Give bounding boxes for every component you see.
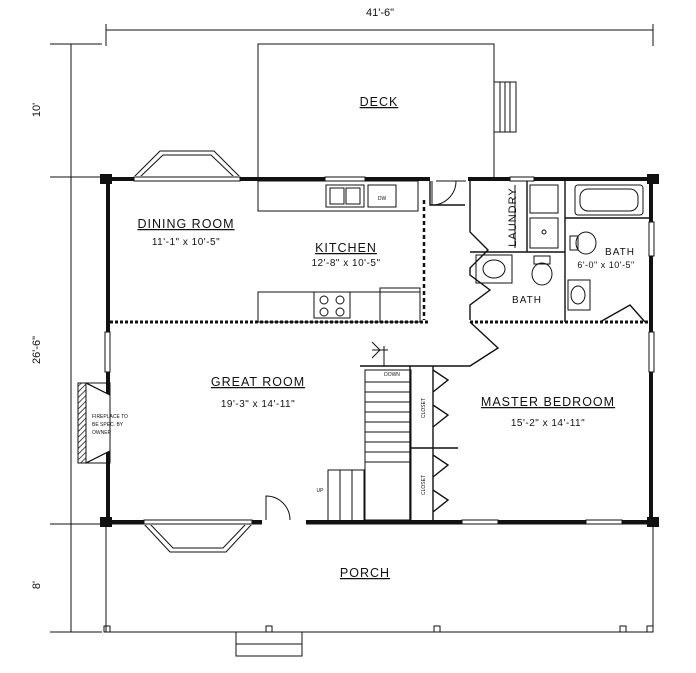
dishwasher-label: DW (378, 196, 387, 202)
fireplace (77, 382, 111, 464)
door-swings (265, 180, 466, 521)
overall-width-label: 41'-6" (366, 7, 394, 19)
depth-middle-label: 26'-6" (31, 336, 43, 364)
kitchen-label: KITCHEN (315, 241, 377, 255)
stairs (327, 341, 412, 521)
depth-top-label: 10' (31, 103, 43, 117)
dining-room-dimensions: 11'-1" x 10'-5" (152, 237, 220, 248)
great-room-dimensions: 19'-3" x 14'-11" (221, 399, 295, 410)
great-room-label: GREAT ROOM (211, 375, 305, 389)
bath-lower-label: BATH (512, 295, 542, 306)
kitchen-dimensions: 12'-8" x 10'-5" (311, 258, 380, 269)
deck (257, 43, 517, 177)
bath-upper-fixtures (567, 184, 644, 311)
closet-label-lower: CLOSET (421, 475, 427, 495)
laundry-label: LAUNDRY (507, 187, 519, 246)
bay-window-great-room (142, 523, 254, 553)
master-bedroom-label: MASTER BEDROOM (481, 395, 615, 409)
porch-label: PORCH (340, 566, 390, 580)
fireplace-note-3: OWNER (92, 430, 112, 436)
kitchen-counters (257, 180, 421, 323)
dimension-lines (50, 24, 654, 633)
master-bedroom-dimensions: 15'-2" x 14'-11" (511, 418, 585, 429)
bath-upper-label: BATH (605, 247, 635, 258)
bath-lower-fixtures (475, 254, 553, 286)
depth-bottom-label: 8' (31, 581, 43, 589)
fireplace-note-1: FIREPLACE TO (92, 414, 128, 420)
bath-upper-dimensions: 6'-0" x 10'-5" (577, 260, 634, 270)
bay-window-dining (132, 150, 242, 178)
stair-down-label: DOWN (384, 372, 400, 378)
laundry-appliances (514, 184, 559, 249)
wall-openings (104, 176, 655, 525)
deck-label: DECK (360, 95, 399, 109)
dining-room-label: DINING ROOM (137, 217, 234, 231)
closet-label-upper: CLOSET (421, 398, 427, 418)
stair-up-label: UP (317, 488, 325, 494)
porch (103, 523, 654, 657)
fireplace-note-2: BE SPEC. BY (92, 422, 124, 428)
